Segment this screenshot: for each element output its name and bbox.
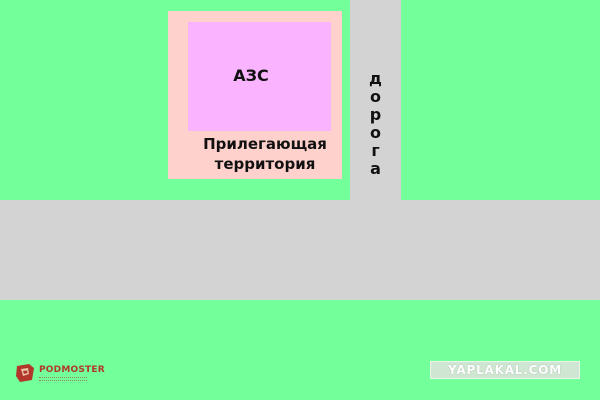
road-label-letter: о xyxy=(370,87,381,106)
podmoster-logo-icon xyxy=(16,364,34,382)
podmoster-logo-text: PODMOSTER xyxy=(39,365,105,375)
territory-label-line: Прилегающая xyxy=(203,135,327,153)
road-label-letter: о xyxy=(370,123,381,142)
yaplakal-watermark: YAPLAKAL.COM xyxy=(430,361,580,379)
adjacent-territory-label: Прилегающая территория xyxy=(188,134,342,174)
road-label-letter: а xyxy=(370,159,381,178)
road-label: д о р о г а xyxy=(350,70,401,178)
vertical-road xyxy=(350,0,401,200)
gas-station-label: АЗС xyxy=(233,66,269,85)
road-label-letter: р xyxy=(369,105,382,124)
yaplakal-logo-text: YAPLAKAL.COM xyxy=(448,363,562,377)
podmoster-tagline xyxy=(39,377,87,381)
road-label-letter: г xyxy=(371,141,380,160)
podmoster-watermark: PODMOSTER xyxy=(14,362,105,384)
horizontal-road xyxy=(0,200,600,300)
road-label-letter: д xyxy=(369,69,382,88)
territory-label-line: территория xyxy=(214,155,316,173)
gas-station-area xyxy=(188,22,331,131)
